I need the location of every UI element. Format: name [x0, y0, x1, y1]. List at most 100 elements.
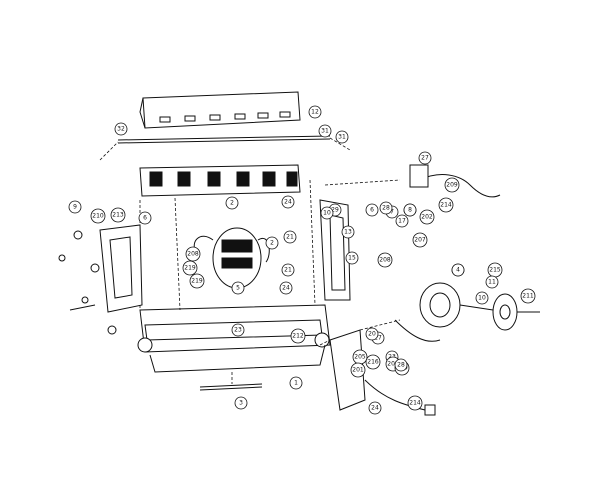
- callout-54: 211: [520, 288, 536, 304]
- callout-17: 21: [281, 263, 295, 277]
- callout-50: 28: [394, 358, 408, 372]
- callout-circle: [110, 207, 126, 223]
- callout-5: 24: [281, 195, 295, 209]
- callout-label: 201: [352, 367, 364, 374]
- callout-40: 205: [352, 349, 368, 365]
- callout-14: 21: [283, 230, 297, 244]
- callout-circle: [350, 362, 366, 378]
- callout-circle: [265, 236, 279, 250]
- callout-label: 27: [421, 155, 429, 162]
- callout-7: 209: [444, 177, 460, 193]
- callout-group: 1232313122427209214921021362212082192127…: [68, 105, 536, 415]
- callout-label: 207: [414, 237, 426, 244]
- callout-37: 23: [231, 323, 245, 337]
- callout-circle: [225, 196, 239, 210]
- callout-circle: [520, 288, 536, 304]
- callout-label: 2: [230, 200, 234, 207]
- callout-label: 24: [371, 405, 379, 412]
- callout-label: 1: [294, 380, 298, 387]
- callout-label: 24: [284, 199, 292, 206]
- callout-48: 214: [407, 395, 423, 411]
- callout-circle: [475, 291, 489, 305]
- callout-label: 209: [446, 182, 458, 189]
- callout-9: 9: [68, 200, 82, 214]
- callout-circle: [444, 177, 460, 193]
- callout-27: 8: [403, 203, 417, 217]
- callout-label: 216: [367, 359, 379, 366]
- callout-label: 3: [239, 400, 243, 407]
- callout-circle: [365, 203, 379, 217]
- callout-label: 20: [368, 331, 376, 338]
- callout-53: 20: [365, 327, 379, 341]
- callout-circle: [365, 327, 379, 341]
- callout-label: 205: [354, 354, 366, 361]
- callout-3: 31: [335, 130, 349, 144]
- callout-label: 219: [184, 265, 196, 272]
- callout-label: 219: [191, 278, 203, 285]
- callout-label: 13: [344, 229, 352, 236]
- callout-label: 12: [311, 109, 319, 116]
- callout-30: 207: [412, 232, 428, 248]
- callout-circle: [419, 209, 435, 225]
- callout-circle: [234, 396, 248, 410]
- callout-circle: [185, 246, 201, 262]
- callout-circle: [345, 251, 359, 265]
- callout-label: 29: [331, 207, 339, 214]
- callout-4: 2: [225, 196, 239, 210]
- callout-16: 219: [182, 260, 198, 276]
- left-small-parts: [58, 230, 117, 335]
- callout-circle: [279, 281, 293, 295]
- callout-24: 10: [320, 206, 334, 220]
- callout-label: 31: [338, 134, 346, 141]
- callout-49: 24: [368, 401, 382, 415]
- main-motor: [193, 227, 270, 289]
- callout-label: 208: [379, 257, 391, 264]
- callout-label: 31: [321, 128, 329, 135]
- callout-29: 13: [341, 225, 355, 239]
- callout-circle: [394, 358, 408, 372]
- callout-51: 17: [395, 214, 409, 228]
- callout-8: 214: [438, 197, 454, 213]
- callout-35: 11: [485, 275, 499, 289]
- callout-circle: [68, 200, 82, 214]
- callout-circle: [335, 130, 349, 144]
- callout-38: 212: [290, 328, 306, 344]
- callout-11: 213: [110, 207, 126, 223]
- left-side-panel: [99, 224, 143, 313]
- callout-28: 202: [419, 209, 435, 225]
- callout-label: 211: [522, 293, 534, 300]
- callout-circle: [290, 328, 306, 344]
- callout-circle: [403, 203, 417, 217]
- callout-circle: [182, 260, 198, 276]
- callout-circle: [90, 208, 106, 224]
- callout-6: 27: [418, 151, 432, 165]
- callout-circle: [281, 195, 295, 209]
- callout-label: 212: [292, 333, 304, 340]
- callout-label: 6: [370, 207, 374, 214]
- callout-circle: [281, 263, 295, 277]
- callout-15: 208: [185, 246, 201, 262]
- callout-10: 210: [90, 208, 106, 224]
- hammer-block: [139, 164, 301, 197]
- callout-circle: [451, 263, 465, 277]
- callout-label: 21: [286, 234, 294, 241]
- callout-circle: [114, 122, 128, 136]
- callout-circle: [412, 232, 428, 248]
- callout-0: 12: [308, 105, 322, 119]
- callout-circle: [418, 151, 432, 165]
- callout-44: 201: [350, 362, 366, 378]
- callout-label: 28: [382, 205, 390, 212]
- callout-label: 23: [234, 327, 242, 334]
- callout-circle: [407, 395, 423, 411]
- callout-circle: [318, 124, 332, 138]
- callout-circle: [231, 323, 245, 337]
- callout-label: 9: [73, 204, 77, 211]
- callout-34: 215: [487, 262, 503, 278]
- callout-43: 3: [234, 396, 248, 410]
- callout-label: 10: [323, 210, 331, 217]
- callout-label: 208: [187, 251, 199, 258]
- callout-label: 214: [440, 202, 452, 209]
- callout-12: 6: [138, 211, 152, 225]
- callout-45: 216: [365, 354, 381, 370]
